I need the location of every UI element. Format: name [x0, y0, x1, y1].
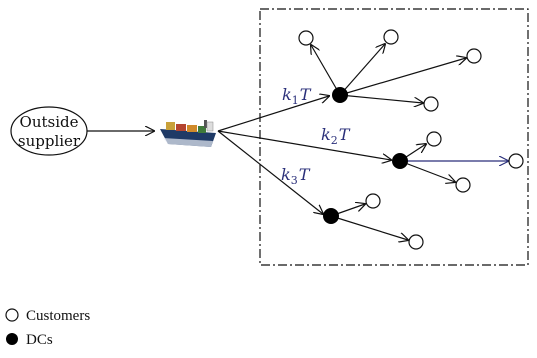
- dc1-to-customer-d: [339, 94, 423, 103]
- cargo-ship-icon: [160, 120, 216, 147]
- dc1-to-customer-b: [339, 44, 385, 96]
- dc-node-2: [392, 153, 408, 169]
- dc-node-3: [323, 208, 339, 224]
- dc-node-1: [332, 87, 348, 103]
- legend-customers-label: Customers: [26, 308, 90, 324]
- route-to-dc3: [217, 130, 323, 214]
- route-to-dc1: [217, 96, 329, 132]
- legend-customer-icon: [5, 308, 19, 322]
- route-label-3: k3T: [281, 165, 311, 187]
- dc3-to-customer-b: [330, 215, 408, 240]
- route-label-1: k1T: [282, 85, 312, 107]
- customer-node: [508, 153, 524, 169]
- customer-node: [408, 234, 424, 250]
- customer-node: [423, 96, 439, 112]
- route-label-2: k2T: [321, 125, 351, 147]
- customer-node: [383, 29, 399, 45]
- dc2-to-customer-c: [399, 160, 455, 182]
- region-boundary: [259, 8, 529, 266]
- customer-node: [466, 48, 482, 64]
- customer-node: [298, 30, 314, 46]
- legend-dcs-label: DCs: [26, 332, 53, 348]
- route-to-dc2: [217, 130, 391, 160]
- dc1-to-customer-c: [339, 58, 466, 96]
- legend-dc-icon: [6, 333, 18, 345]
- dc1-to-customer-a: [311, 45, 341, 96]
- customer-node: [426, 131, 442, 147]
- supplier-label-line1: Outside: [20, 113, 79, 131]
- customer-node: [455, 177, 471, 193]
- customer-node: [365, 193, 381, 209]
- supplier-label-line2: supplier: [18, 132, 81, 150]
